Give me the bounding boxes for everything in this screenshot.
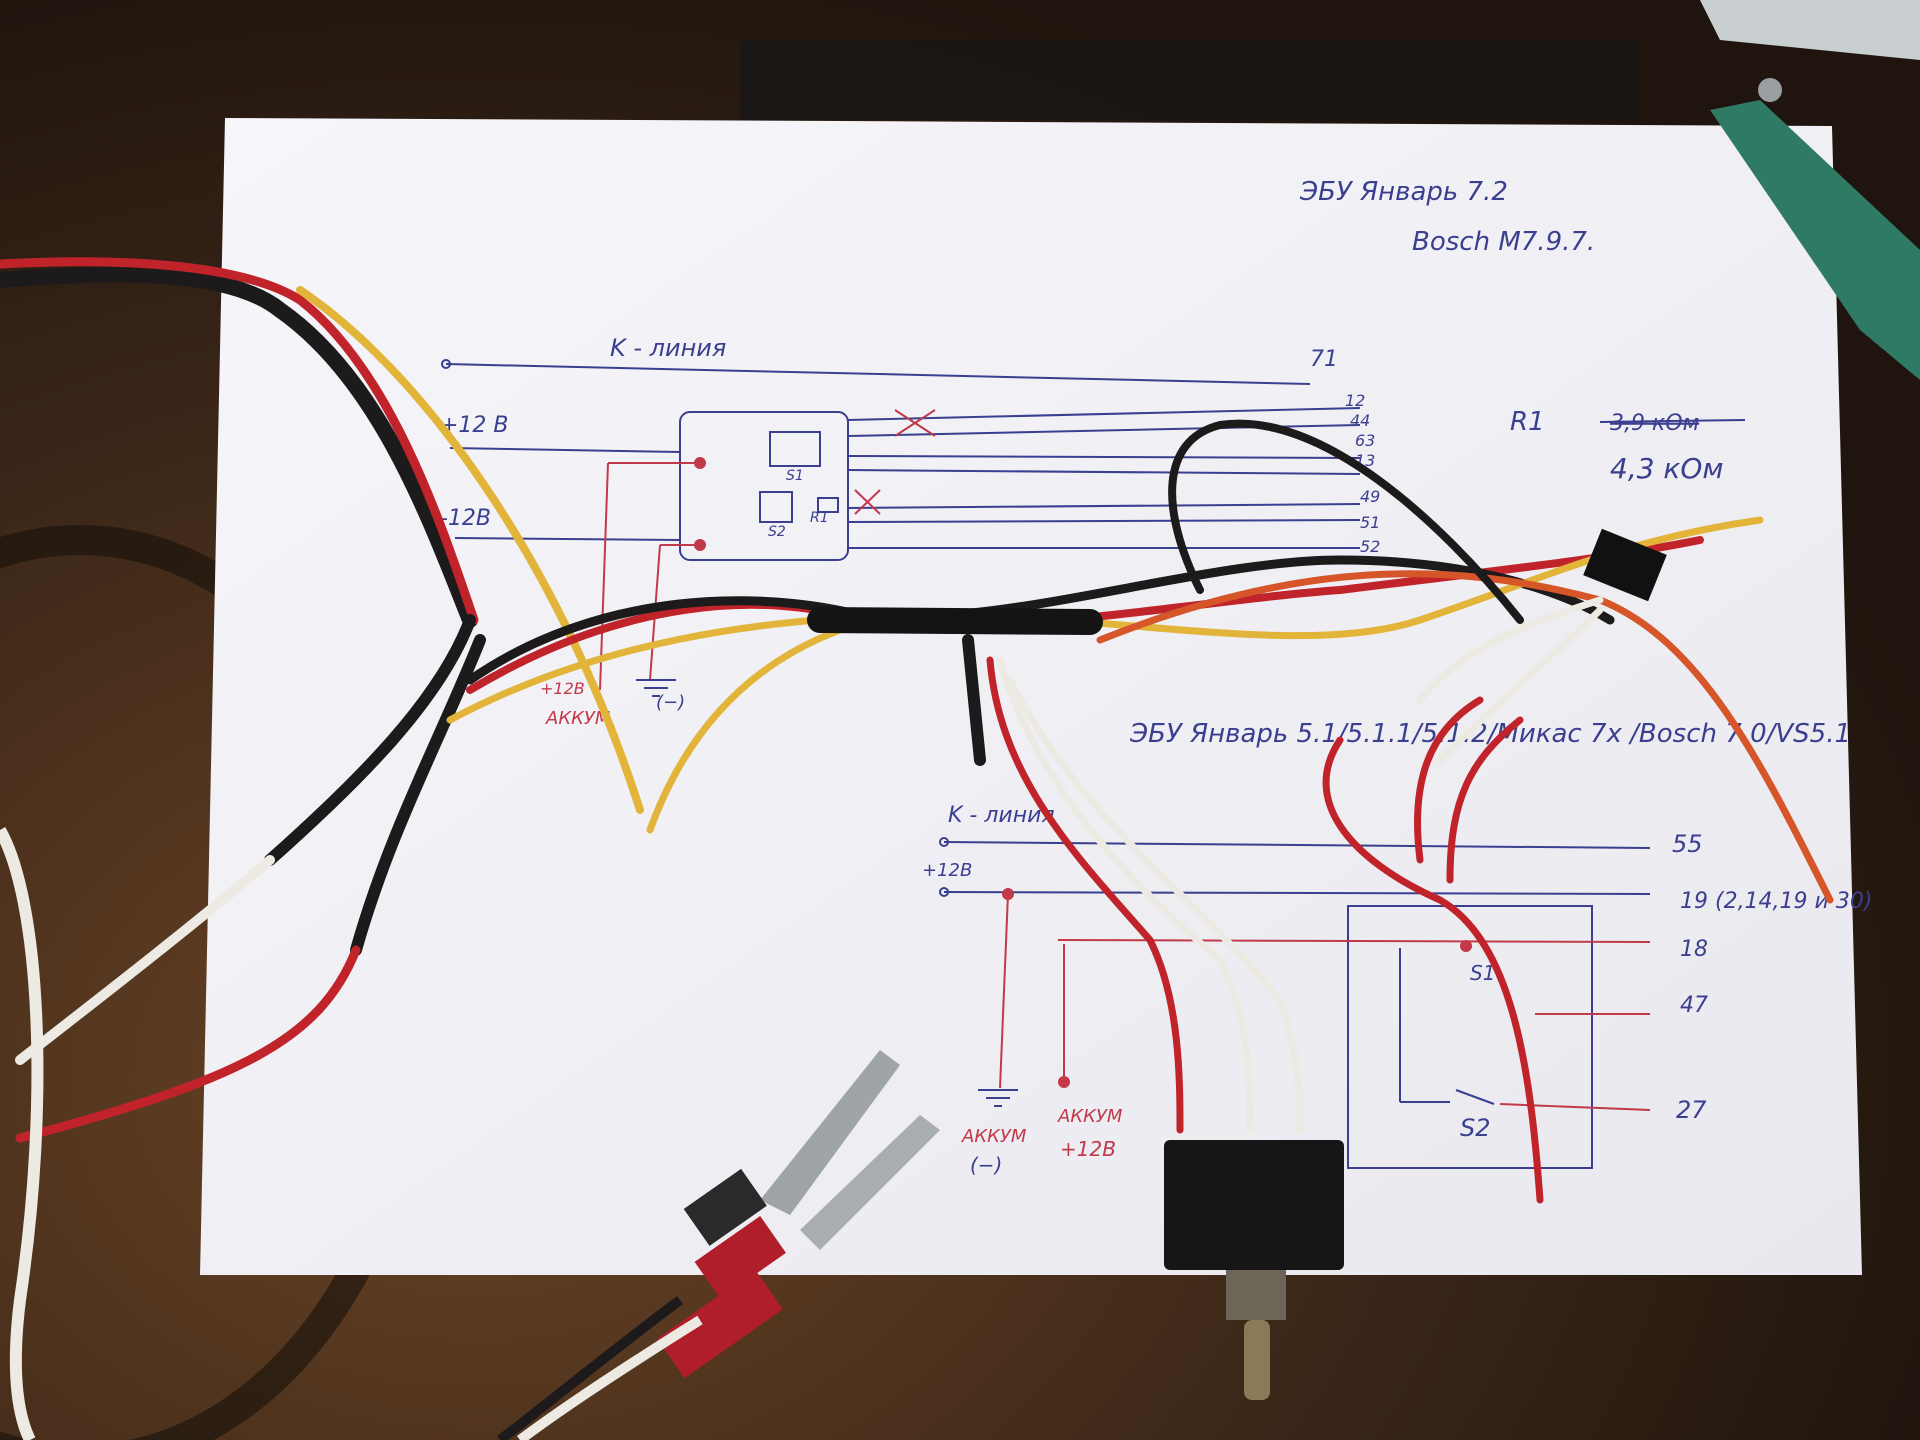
wire-red-down-1	[1414, 696, 1484, 864]
white-cable-left	[0, 827, 44, 1440]
pin-label: 44	[1350, 411, 1370, 430]
r1-struck-value: 3,9 кОм	[1610, 411, 1699, 436]
wire-red-loop	[1322, 736, 1544, 1204]
akkum-plus-bottom-sub: +12B	[1060, 1137, 1116, 1161]
bottom-schematic-red	[999, 888, 1651, 1111]
wire-black-top	[0, 266, 478, 628]
wire-orange-harness	[1096, 570, 1834, 904]
top-schematic	[441, 359, 1361, 561]
pin-labels-bottom: 55 19 (2,14,19 и 30) 18 47 27	[1672, 830, 1872, 1124]
paper-sheet	[200, 118, 1862, 1275]
switch-s2-label: S2	[768, 524, 786, 540]
akkum-minus-top-label: (−)	[656, 692, 685, 713]
wire-black-loop	[1168, 419, 1524, 624]
wire-white-lead	[15, 855, 275, 1065]
pin-label: 63	[1355, 431, 1375, 450]
pin-label: 49	[1360, 487, 1380, 506]
wire-harness	[0, 257, 1834, 1204]
ground-symbol-top	[636, 679, 676, 697]
wire-yellow-top	[296, 286, 644, 814]
pin-label: 71	[1310, 347, 1338, 372]
resistor-label: R1	[810, 510, 829, 526]
r1-value: 4,3 кОм	[1610, 452, 1724, 485]
wire-yellow-harness	[446, 516, 1764, 724]
pin-label: 51	[1360, 513, 1380, 532]
k-line-label-bottom: K - линия	[948, 803, 1055, 828]
akkum-plus-top-label: +12B	[540, 679, 585, 698]
connector-block	[1583, 528, 1667, 602]
dark-object-top	[740, 40, 1640, 120]
akkum-plus-top-sub: АККУМ	[545, 708, 611, 729]
pin-label: 12	[1345, 391, 1365, 410]
pin-label: 27	[1676, 1096, 1707, 1124]
wire-switch-white-2	[1006, 676, 1304, 1134]
k-line-label-top: K - линия	[610, 334, 726, 362]
pin-label: 55	[1672, 830, 1703, 858]
akkum-minus-bottom-sub: (−)	[970, 1153, 1002, 1177]
r1-label: R1	[1510, 407, 1545, 437]
header-ecu-line1: ЭБУ Январь 7.2	[1299, 177, 1508, 207]
toggle-switch-image	[1164, 1140, 1344, 1400]
wire-white-connector	[1416, 596, 1604, 704]
top-schematic-red	[599, 457, 706, 691]
akkum-plus-bottom-label: АККУМ	[1057, 1106, 1123, 1127]
switch-s1-label: S1	[786, 468, 804, 484]
wire-black-left-2	[350, 634, 486, 956]
wire-switch-red	[986, 656, 1184, 1134]
pin-label: 18	[1680, 937, 1708, 962]
header-ecu-line2: Bosch M7.9.7.	[1412, 227, 1595, 257]
wire-red-lead	[15, 945, 361, 1143]
akkum-minus-bottom-label: АККУМ	[961, 1126, 1027, 1147]
pin-label: 19 (2,14,19 и 30)	[1680, 889, 1872, 914]
r1-strike-line	[1599, 419, 1746, 423]
alligator-clips-image	[496, 1050, 940, 1440]
s2-bottom-label: S2	[1460, 1114, 1491, 1142]
plus12-label-bottom: +12B	[922, 860, 972, 881]
pin-label: 47	[1680, 993, 1708, 1018]
pin-label: 52	[1360, 537, 1380, 556]
wire-red-top	[0, 257, 479, 625]
wire-red-down-2	[1446, 716, 1524, 884]
pliers-image	[1700, 0, 1920, 380]
bottom-schematic	[939, 837, 1651, 1169]
wire-black-left	[264, 614, 476, 866]
wire-switch-white-1	[996, 656, 1254, 1134]
minus12-label-top: -12B	[440, 506, 491, 531]
wire-switch-black	[962, 634, 986, 766]
wire-tape-wrap	[807, 607, 1103, 635]
ground-symbol-bottom	[978, 1089, 1018, 1107]
wire-white-connector-2	[1436, 606, 1604, 764]
wire-yellow-down	[646, 626, 844, 834]
